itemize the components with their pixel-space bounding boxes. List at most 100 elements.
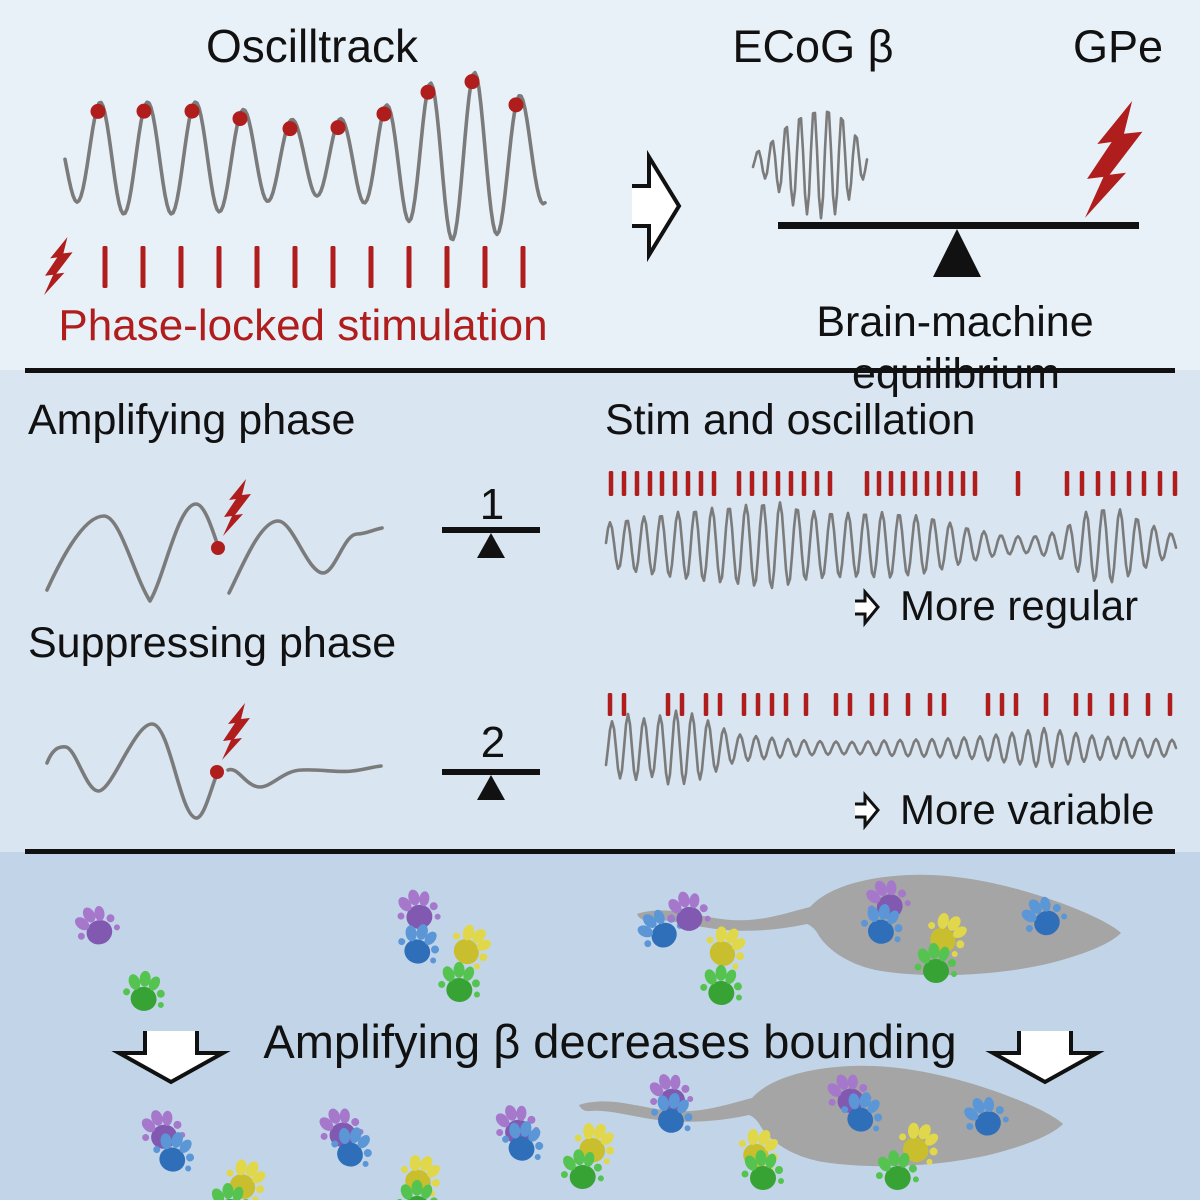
amplifying-phase-wave-left	[45, 502, 220, 603]
phase-dot	[184, 103, 200, 119]
stim-tick	[985, 693, 991, 716]
stim-tick	[102, 246, 108, 288]
stim-tick	[672, 471, 678, 496]
stim-tick	[698, 471, 704, 496]
stim-tick	[1015, 471, 1021, 496]
stim-tick	[847, 693, 853, 716]
stim-tick	[330, 246, 336, 288]
equilibrium-caption-line1: Brain-machine	[816, 298, 1093, 346]
stim-tick	[749, 471, 755, 496]
more-variable-label: More variable	[900, 786, 1154, 833]
stim-tick	[864, 471, 870, 496]
stim-tick	[1167, 693, 1173, 716]
balance2-fulcrum-icon	[477, 775, 505, 800]
stimulation-pulse-train	[102, 246, 526, 288]
middle-section-background	[0, 370, 1200, 852]
stim-tick	[1073, 693, 1079, 716]
balance2-number: 2	[481, 718, 505, 767]
stim-tick	[1141, 471, 1147, 496]
stim-tick	[685, 471, 691, 496]
stim-tick	[869, 693, 875, 716]
stim-tick	[482, 246, 488, 288]
phase-dot	[136, 103, 152, 119]
stim-tick	[717, 693, 723, 716]
stim-and-oscillation-title: Stim and oscillation	[605, 396, 975, 444]
stim-tick	[775, 471, 781, 496]
stim-tick	[912, 471, 918, 496]
stim-tick	[788, 471, 794, 496]
stim-tick	[520, 246, 526, 288]
bottom-caption: Amplifying β decreases bounding	[263, 1015, 956, 1068]
stim-tick	[876, 471, 882, 496]
stim-tick	[1172, 471, 1178, 496]
stim-tick	[647, 471, 653, 496]
stim-tick	[1109, 693, 1115, 716]
down-arrow-left-icon	[111, 1031, 231, 1085]
stim-tick	[762, 471, 768, 496]
stim-tick	[1043, 693, 1049, 716]
more-regular-label: More regular	[900, 582, 1138, 629]
suppressing-phase-wave-right	[226, 764, 383, 789]
stim-tick	[888, 471, 894, 496]
stim-tick	[827, 471, 833, 496]
stim-tick	[254, 246, 260, 288]
stim-tick	[607, 693, 613, 716]
stim-tick	[755, 693, 761, 716]
stim-tick	[1095, 471, 1101, 496]
beta-burst-waveform	[751, 110, 869, 220]
balance-fulcrum-icon	[933, 229, 981, 277]
phase-dot	[420, 84, 436, 100]
stim-tick	[659, 471, 665, 496]
stim-tick	[1145, 693, 1151, 716]
divider-middle-bottom	[25, 849, 1175, 854]
suppressing-phase-wave-left	[45, 722, 219, 820]
stim-tick	[665, 693, 671, 716]
stim-tick	[936, 471, 942, 496]
stim-tick	[769, 693, 775, 716]
stim-tick	[927, 693, 933, 716]
stim-tick	[924, 471, 930, 496]
stim-tick	[711, 471, 717, 496]
stim-tick	[216, 246, 222, 288]
stim-tick	[1079, 471, 1085, 496]
gpe-label: GPe	[1073, 21, 1163, 72]
stim-tick	[883, 693, 889, 716]
balance1-fulcrum-icon	[477, 533, 505, 558]
stim-tick	[900, 471, 906, 496]
stim-tick	[1123, 693, 1129, 716]
phase-dot	[376, 106, 392, 122]
suppressing-phase-label: Suppressing phase	[28, 619, 396, 667]
stim-tick	[1110, 471, 1116, 496]
stim-tick	[621, 693, 627, 716]
stim-tick	[1157, 471, 1163, 496]
stim-tick	[368, 246, 374, 288]
down-arrow-right-icon	[985, 1031, 1105, 1085]
stim-tick	[634, 471, 640, 496]
stim-tick	[1064, 471, 1070, 496]
phase-dot	[464, 74, 480, 90]
stim-tick	[1126, 471, 1132, 496]
stim-tick	[703, 693, 709, 716]
suppressing-stim-dot	[210, 765, 224, 779]
divider-top-middle	[25, 368, 1175, 373]
stim-tick	[621, 471, 627, 496]
phase-locked-stimulation-label: Phase-locked stimulation	[58, 301, 547, 350]
stim-tick	[178, 246, 184, 288]
stim-tick	[833, 693, 839, 716]
stim-tick	[783, 693, 789, 716]
stim-train-regular	[608, 471, 1178, 496]
oscillation-variable-waveform	[604, 709, 1178, 786]
stim-tick	[803, 693, 809, 716]
stim-tick	[608, 471, 614, 496]
top-section-background	[0, 0, 1200, 370]
balance1-number: 1	[480, 480, 504, 529]
stim-tick	[972, 471, 978, 496]
amplifying-phase-label: Amplifying phase	[28, 396, 355, 444]
stim-tick	[941, 693, 947, 716]
stim-tick	[801, 471, 807, 496]
phase-target-dots	[90, 74, 524, 137]
phase-dot	[508, 97, 524, 113]
balance2-bar	[442, 769, 540, 775]
